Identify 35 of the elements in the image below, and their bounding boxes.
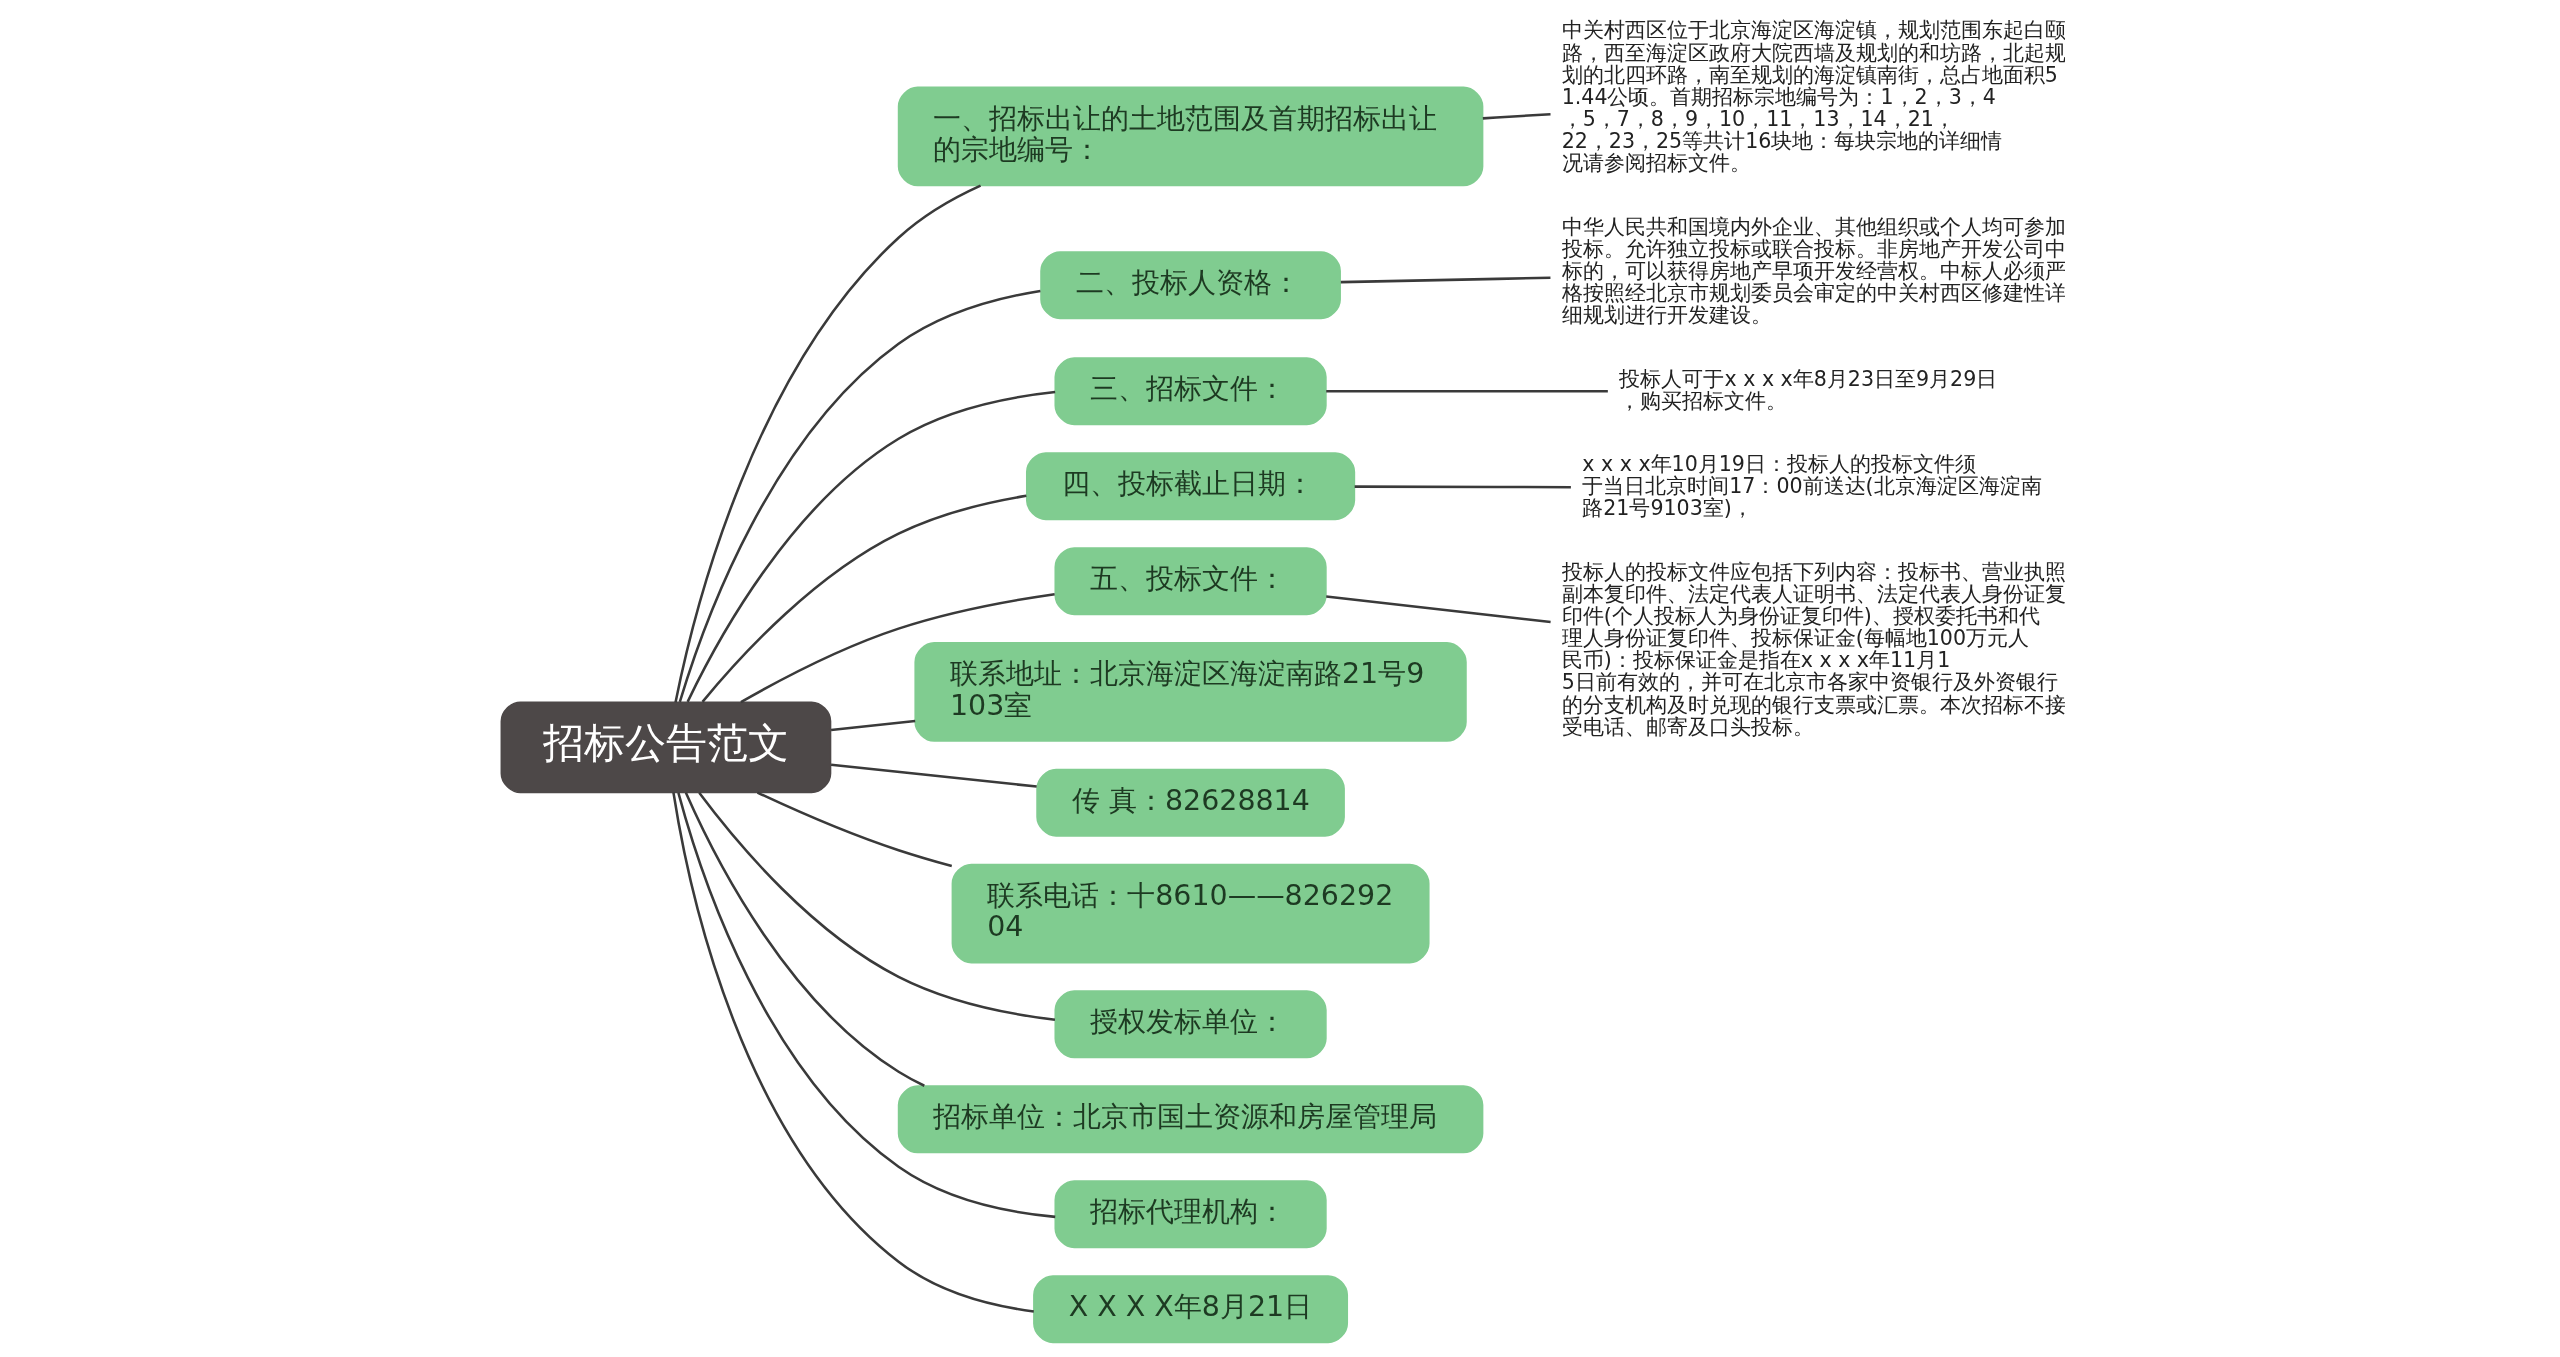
- node-box: 三、招标文件：: [1054, 357, 1327, 426]
- node-text: x x x x年10月19日：投标人的投标文件须于当日北京时间17：00前送达(北京海淀区海淀南路21号9103室)，: [1582, 452, 2042, 521]
- node-box: 招标单位：北京市国土资源和房屋管理局: [897, 1085, 1484, 1154]
- node-box: 五、投标文件：: [1054, 547, 1327, 616]
- node-text: 投标人可于x x x x年8月23日至9月29日，购买招标文件。: [1619, 366, 1998, 413]
- connector: [672, 792, 1034, 1313]
- node-box: 二、投标人资格：: [1040, 251, 1341, 320]
- connector: [698, 792, 1056, 1021]
- connector: [1326, 390, 1608, 393]
- connector: [701, 494, 1027, 703]
- node-box: X X X X年8月21日: [1033, 1275, 1349, 1344]
- node-box: 传 真：82628814: [1036, 768, 1345, 837]
- connector: [756, 791, 953, 868]
- node-box: 一、招标出让的土地范围及首期招标出让的宗地编号：: [897, 86, 1484, 187]
- node-box: 联系地址：北京海淀区海淀南路21号9103室: [914, 642, 1467, 742]
- node-text: 中华人民共和国境内外企业、其他组织或个人均可参加投标。允许独立投标或联合投标。非房地产开发公司中标的，可以获得房地产早项开发经营权。中标人必须严格按照经北京市规划委员会审定的中关村西区修建性详细规划进行开发建设。: [1561, 214, 2066, 328]
- node-box: 招标代理机构：: [1054, 1180, 1327, 1249]
- connector: [1326, 595, 1551, 624]
- node-text: 投标人的投标文件应包括下列内容：投标书、营业执照副本复印件、法定代表人证明书、法定代表人身份证复印件(个人投标人为身份证复印件)、授权委托书和代理人身份证复印件、投标保证金(每幅地100万元人民币)：投标保证金是指在x x x x年11月15日前有效的，并可在北京市各家中资银行及外资银行的分支机构及时兑现的银行支票或汇票。本次招标不接受电话、邮寄及口头投标。: [1561, 559, 2066, 739]
- connector: [677, 792, 1056, 1219]
- node-box: 招标公告范文: [500, 701, 832, 794]
- node-box: 联系电话：十8610——82629204: [951, 863, 1430, 964]
- node-box: 授权发标单位：: [1054, 990, 1327, 1059]
- connector: [1482, 112, 1551, 120]
- connector: [678, 289, 1041, 703]
- node-text: 中关村西区位于北京海淀区海淀镇，规划范围东起白颐路，西至海淀区政府大院西墙及规划的和坊路，北起规划的北四环路，南至规划的海淀镇南街，总占地面积51.44公顷。首期招标宗地编号为：1，2，3，4，5，7，8，9，10，11，13，14，21，22，23，25等共计16块地：每块宗地的详细情况请参阅招标文件。: [1561, 18, 2066, 176]
- connector: [830, 763, 1037, 788]
- connector: [830, 719, 916, 732]
- connector: [686, 390, 1056, 703]
- connector: [1354, 485, 1571, 489]
- connector: [684, 792, 925, 1087]
- connector: [740, 592, 1055, 704]
- connector: [674, 184, 982, 703]
- node-box: 四、投标截止日期：: [1026, 452, 1356, 521]
- connector: [1340, 276, 1551, 284]
